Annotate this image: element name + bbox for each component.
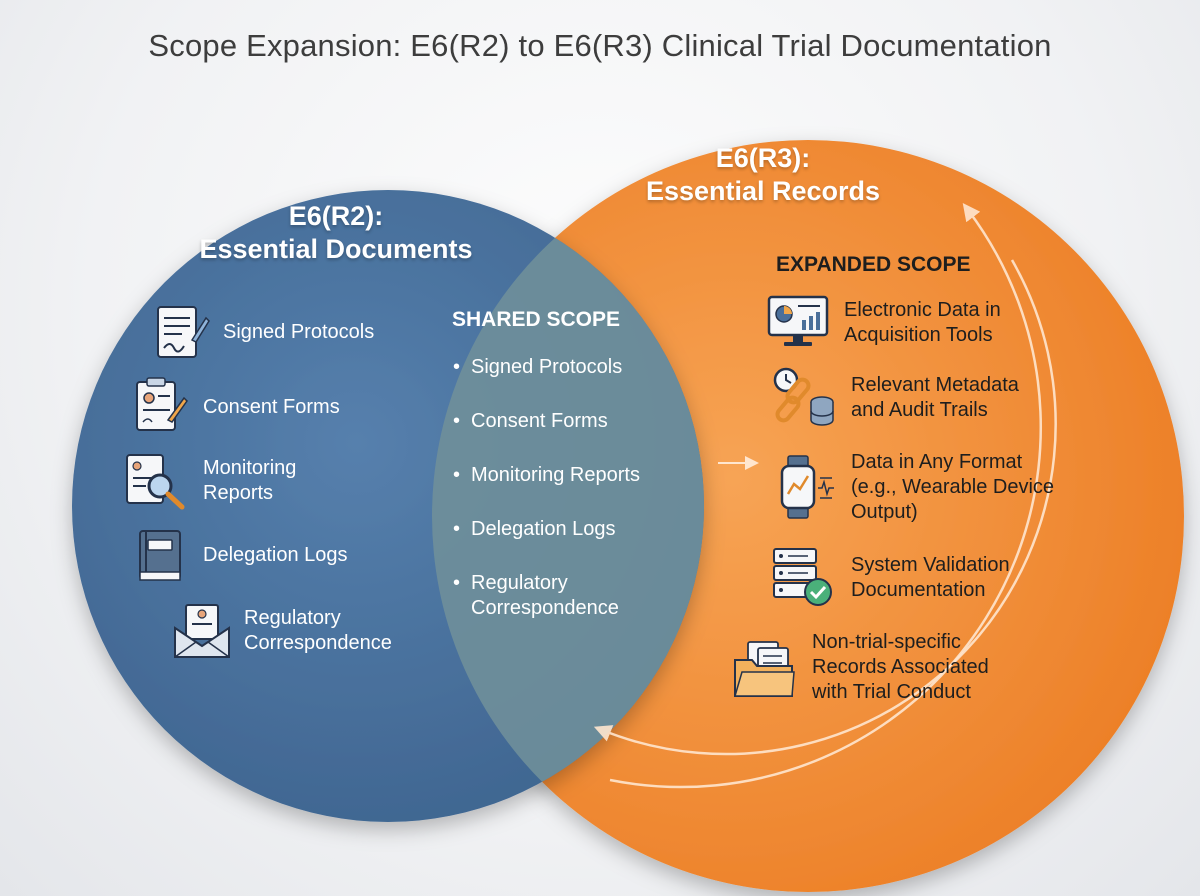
label-line: (e.g., Wearable Device	[851, 476, 1055, 498]
shared-item: Delegation Logs	[453, 517, 683, 542]
label-line: with Trial Conduct	[812, 681, 971, 703]
cycle-arrow-outer	[609, 203, 1043, 789]
shared-scope-heading: SHARED SCOPE	[452, 308, 621, 331]
left-item-monitoring-reports: Monitoring Reports	[203, 456, 296, 506]
cycle-arrow-inner	[593, 259, 1057, 756]
label-line: Relevant Metadata	[851, 374, 1019, 396]
label-line: Electronic Data in	[844, 299, 1001, 321]
label-line: Records Associated	[812, 656, 989, 678]
shared-item: Regulatory Correspondence	[453, 571, 661, 621]
shared-item: Monitoring Reports	[453, 463, 683, 488]
shared-scope-list: Signed Protocols Consent Forms Monitorin…	[453, 355, 683, 650]
label-line: Reports	[203, 482, 274, 504]
clock-chain-database-icon	[773, 367, 834, 426]
clipboard-consent-icon	[136, 377, 188, 431]
signed-document-icon	[157, 306, 210, 358]
heading-line: Essential Documents	[199, 234, 473, 264]
essential-documents-heading: E6(R2): Essential Documents	[196, 200, 476, 266]
smartwatch-icon	[780, 455, 834, 519]
logbook-icon	[139, 530, 181, 581]
expanded-scope-heading: EXPANDED SCOPE	[776, 253, 971, 276]
left-item-consent-forms: Consent Forms	[203, 396, 340, 418]
label-line: Data in Any Format	[851, 451, 1023, 473]
right-item-non-trial-records: Non-trial-specific Records Associated wi…	[812, 630, 989, 705]
magnifier-report-icon	[126, 454, 185, 510]
folder-documents-icon	[734, 641, 795, 697]
page-title: Scope Expansion: E6(R2) to E6(R3) Clinic…	[148, 28, 1052, 63]
shared-item: Consent Forms	[453, 409, 683, 434]
essential-records-heading: E6(R3): Essential Records	[618, 142, 908, 208]
label-line: Regulatory	[244, 607, 341, 629]
server-check-icon	[773, 548, 832, 606]
shared-scope-overlap	[432, 190, 704, 822]
left-item-regulatory-correspondence: Regulatory Correspondence	[244, 606, 392, 656]
label-line: and Audit Trails	[851, 399, 988, 421]
label-line: Acquisition Tools	[844, 324, 993, 346]
label-line: Non-trial-specific	[812, 631, 961, 653]
left-item-delegation-logs: Delegation Logs	[203, 544, 348, 566]
heading-line: E6(R3):	[715, 143, 811, 173]
envelope-letter-icon	[174, 604, 230, 658]
label-line: Output)	[851, 501, 918, 523]
right-item-electronic-data: Electronic Data in Acquisition Tools	[844, 298, 1001, 348]
heading-line: E6(R2):	[288, 201, 384, 231]
label-line: Documentation	[851, 579, 986, 601]
label-line: Correspondence	[244, 632, 392, 654]
right-item-system-validation: System Validation Documentation	[851, 553, 1010, 603]
label-line: Monitoring	[203, 457, 297, 479]
right-item-data-any-format: Data in Any Format (e.g., Wearable Devic…	[851, 450, 1054, 525]
heading-line: Essential Records	[645, 176, 881, 206]
right-item-metadata-audit-trails: Relevant Metadata and Audit Trails	[851, 373, 1019, 423]
left-item-signed-protocols: Signed Protocols	[223, 321, 375, 343]
shared-item: Signed Protocols	[453, 355, 683, 380]
label-line: System Validation	[851, 554, 1010, 576]
monitor-chart-icon	[767, 295, 829, 346]
